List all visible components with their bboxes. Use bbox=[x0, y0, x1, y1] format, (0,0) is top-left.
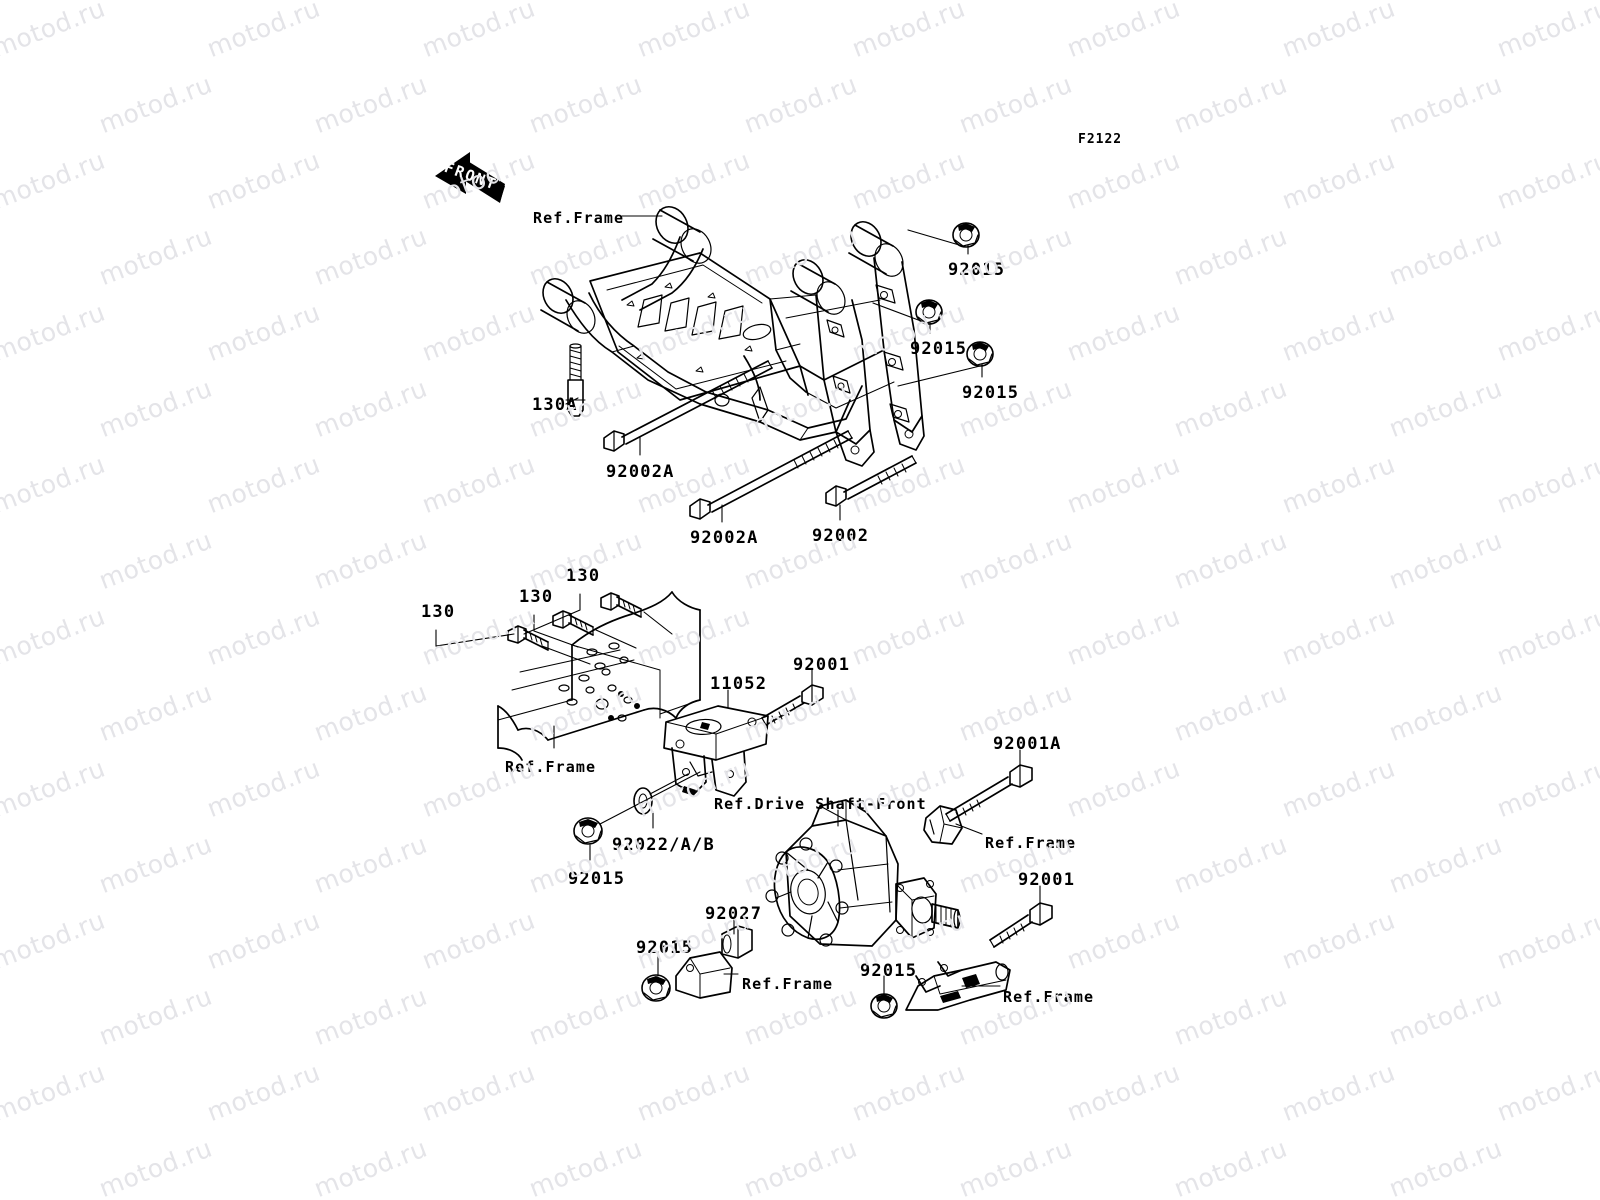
leader-lines-lower bbox=[435, 593, 1041, 995]
nut-92015-mid bbox=[573, 817, 603, 845]
label-nut-92015-1: 92015 bbox=[948, 260, 1006, 280]
stud-through-bracket bbox=[599, 771, 701, 825]
frame-tube-front-left bbox=[540, 278, 596, 334]
label-screw-130-2: 130 bbox=[519, 587, 554, 607]
label-bolt-92002A-2: 92002A bbox=[690, 528, 759, 548]
frame-tube-rear-left bbox=[652, 206, 712, 264]
label-nut-92015-2: 92015 bbox=[910, 339, 968, 359]
label-bolt-92002: 92002 bbox=[812, 526, 870, 546]
label-screw-130-1: 130 bbox=[421, 602, 456, 622]
label-bracket-11052: 11052 bbox=[710, 674, 768, 694]
mid-frame-plate bbox=[497, 591, 701, 761]
label-bolt-92002A-1: 92002A bbox=[606, 462, 675, 482]
ref-frame-bracket-bottom-left bbox=[675, 951, 733, 999]
washer-92022 bbox=[633, 787, 653, 815]
label-washer-92022AB: 92022/A/B bbox=[612, 835, 715, 855]
nut-92015-bottom-left bbox=[641, 974, 671, 1002]
mount-arm-left bbox=[565, 292, 707, 405]
nut-92015-upper-3 bbox=[966, 341, 994, 367]
screw-130-1 bbox=[507, 625, 549, 651]
front-direction-indicator: FRONT bbox=[430, 146, 510, 208]
front-arrow-badge bbox=[435, 152, 505, 203]
upper-engine-mount-bracket bbox=[540, 206, 925, 467]
bolt-92002A-2 bbox=[689, 430, 853, 520]
bolt-92001A bbox=[945, 764, 1033, 822]
leader-lines-upper bbox=[565, 215, 983, 523]
label-nut-92015-4: 92015 bbox=[568, 869, 626, 889]
screw-130-2 bbox=[552, 610, 594, 636]
mount-top-deck bbox=[589, 252, 801, 401]
label-bolt-130A: 130A bbox=[532, 395, 578, 415]
label-nut-92015-6: 92015 bbox=[860, 961, 918, 981]
collar-92027 bbox=[721, 925, 753, 959]
bolt-92001-mid bbox=[761, 684, 824, 726]
bolt-92002 bbox=[825, 455, 917, 507]
label-ref-frame-mid: Ref.Frame bbox=[505, 758, 597, 776]
drive-shaft-front-housing bbox=[765, 799, 961, 947]
label-bolt-92001-top: 92001 bbox=[793, 655, 851, 675]
label-ref-frame-top: Ref.Frame bbox=[533, 209, 625, 227]
bolt-92002A-1 bbox=[603, 360, 773, 452]
screw-130-3 bbox=[600, 592, 642, 618]
mount-center-ribs bbox=[743, 298, 809, 401]
label-nut-92015-5: 92015 bbox=[636, 938, 694, 958]
front-label: FRONT bbox=[441, 158, 500, 194]
label-bolt-92001A: 92001A bbox=[993, 734, 1062, 754]
label-collar-92027: 92027 bbox=[705, 904, 763, 924]
diagram-code: F2122 bbox=[1078, 132, 1123, 147]
nut-92015-bottom-right bbox=[870, 993, 898, 1019]
label-ref-drive-shaft: Ref.Drive Shaft-Front bbox=[714, 795, 927, 813]
label-bolt-92001-bot: 92001 bbox=[1018, 870, 1076, 890]
label-ref-frame-bot-left: Ref.Frame bbox=[742, 975, 834, 993]
bolt-130A bbox=[565, 343, 586, 417]
frame-tube-rear-right bbox=[848, 221, 904, 277]
mount-cross-member bbox=[699, 385, 863, 441]
mount-lower-feet bbox=[835, 415, 925, 467]
bolt-92001-bottom bbox=[989, 902, 1053, 948]
ref-frame-bracket-right-top bbox=[923, 805, 963, 845]
mount-arm-rear-left bbox=[621, 236, 704, 311]
frame-tube-mid-right bbox=[790, 259, 846, 315]
label-ref-frame-right-top: Ref.Frame bbox=[985, 834, 1077, 852]
label-ref-frame-bot-right: Ref.Frame bbox=[1003, 988, 1095, 1006]
ref-frame-bracket-bottom-right bbox=[905, 961, 1011, 1011]
mount-right-plate bbox=[769, 257, 923, 445]
nut-92015-upper-1 bbox=[952, 222, 980, 248]
label-nut-92015-3: 92015 bbox=[962, 383, 1020, 403]
label-screw-130-3: 130 bbox=[566, 566, 601, 586]
